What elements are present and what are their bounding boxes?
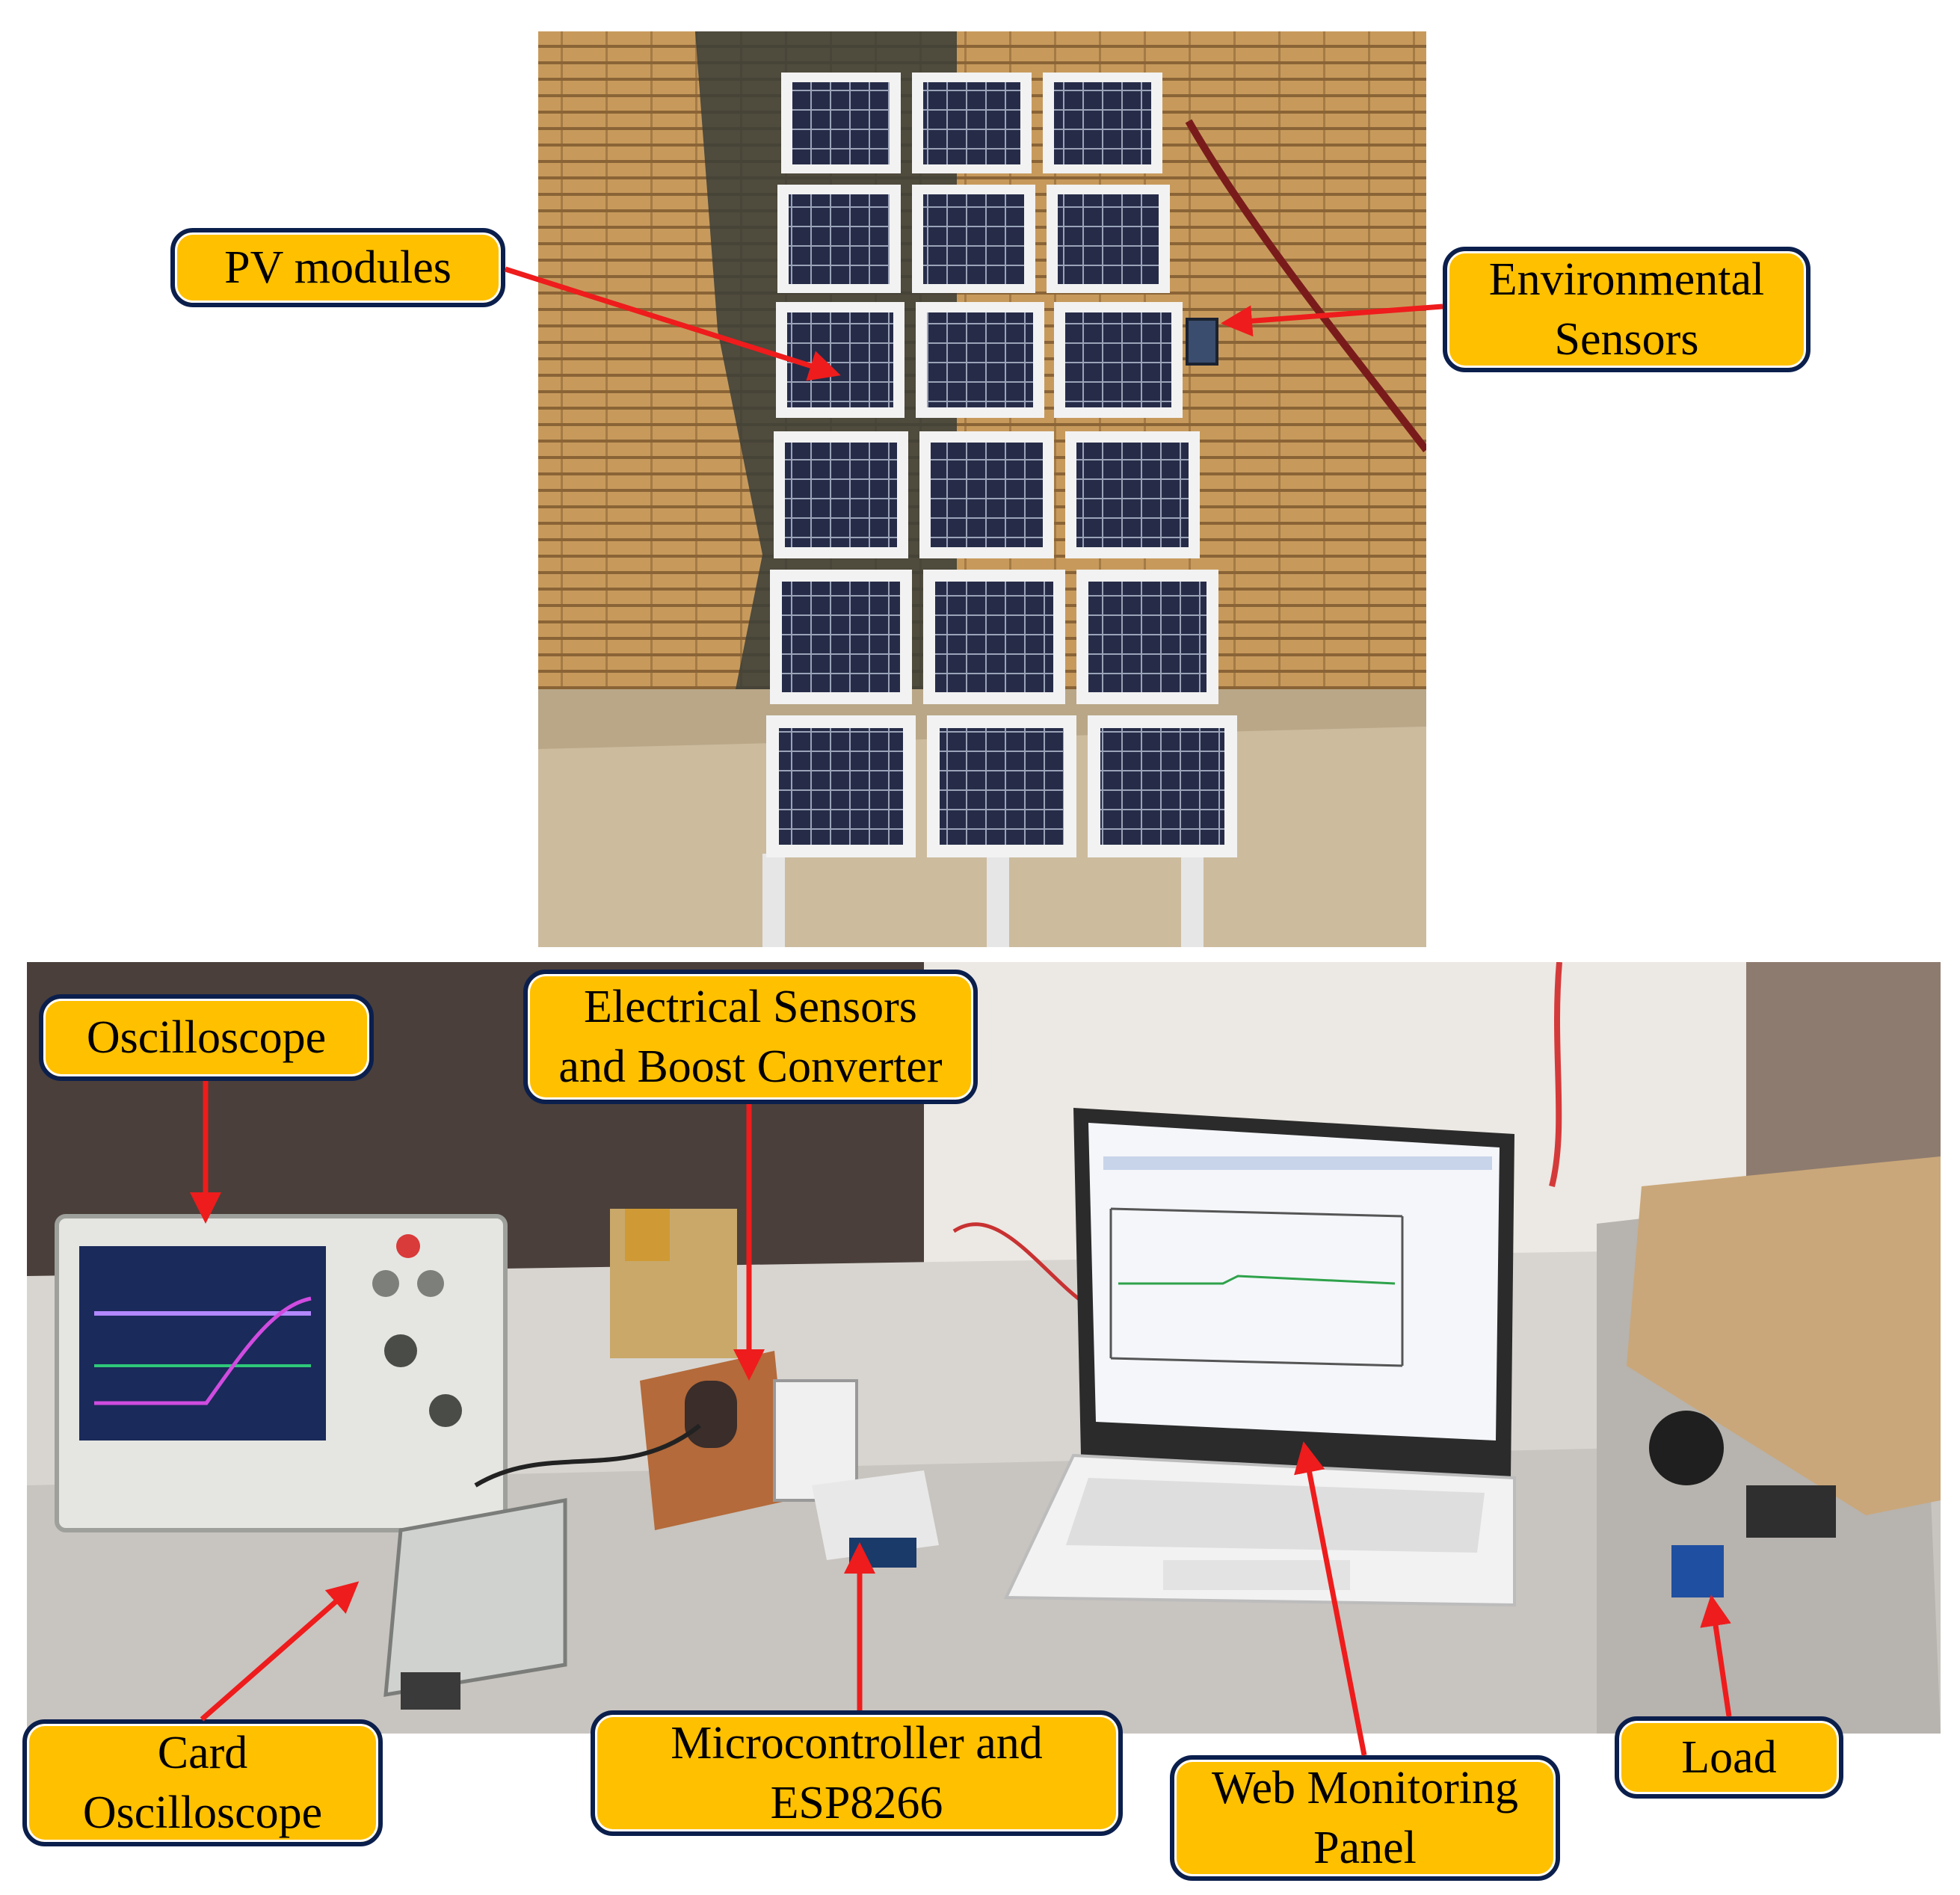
microcontroller-line1: Microcontroller and xyxy=(671,1718,1043,1769)
card-oscilloscope-line1: Card xyxy=(157,1728,248,1778)
microcontroller-label: Microcontroller and ESP8266 xyxy=(591,1710,1123,1836)
pv-modules-text: PV modules xyxy=(224,242,452,293)
web-monitoring-label: Web Monitoring Panel xyxy=(1170,1755,1560,1881)
microcontroller-line2: ESP8266 xyxy=(770,1778,943,1828)
oscilloscope-label: Oscilloscope xyxy=(39,994,374,1081)
web-monitoring-line1: Web Monitoring xyxy=(1211,1763,1519,1814)
card-oscilloscope-label: Card Oscilloscope xyxy=(22,1719,383,1846)
environmental-sensors-label: Environmental Sensors xyxy=(1443,247,1810,372)
electrical-sensors-line1: Electrical Sensors xyxy=(584,982,917,1032)
pv-array-photo xyxy=(538,31,1426,947)
environmental-sensors-line1: Environmental xyxy=(1488,254,1765,305)
oscilloscope-text: Oscilloscope xyxy=(86,1012,327,1063)
environmental-sensors-line2: Sensors xyxy=(1554,314,1699,365)
electrical-sensors-label: Electrical Sensors and Boost Converter xyxy=(523,970,978,1104)
pv-modules-label: PV modules xyxy=(170,228,505,307)
web-monitoring-line2: Panel xyxy=(1313,1822,1417,1873)
lab-bench-illustration xyxy=(27,962,1941,1734)
load-text: Load xyxy=(1681,1732,1777,1783)
card-oscilloscope-line2: Oscilloscope xyxy=(82,1787,323,1838)
electrical-sensors-line2: and Boost Converter xyxy=(558,1041,943,1092)
pv-array-illustration xyxy=(538,31,1426,947)
load-label: Load xyxy=(1615,1716,1843,1799)
lab-bench-photo xyxy=(27,962,1941,1734)
